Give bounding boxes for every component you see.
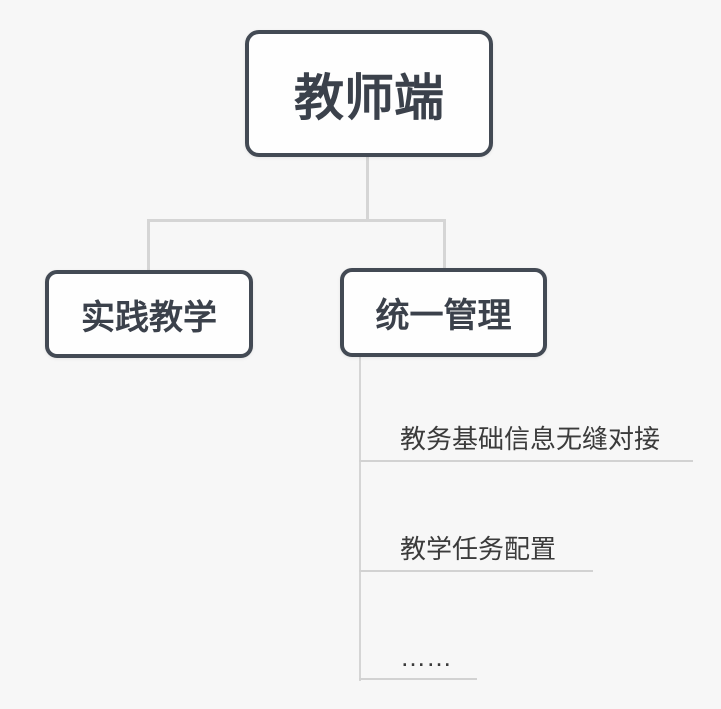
leaf-item-basic-info-integration[interactable]: 教务基础信息无缝对接: [359, 418, 693, 462]
connector-left-drop: [147, 219, 150, 272]
connector-root-vertical: [366, 157, 369, 222]
leaf-item-ellipsis[interactable]: ……: [359, 636, 477, 680]
node-unified-management-label: 统一管理: [375, 297, 512, 335]
node-unified-management[interactable]: 统一管理: [340, 268, 547, 357]
leaf-item-teaching-task-config[interactable]: 教学任务配置: [359, 528, 593, 572]
connector-right-drop: [443, 219, 446, 270]
connector-horizontal: [147, 219, 446, 222]
node-root-teacher[interactable]: 教师端: [245, 30, 493, 157]
leaf-item-label: 教学任务配置: [400, 534, 557, 564]
leaf-item-label: ……: [400, 642, 452, 672]
connector-branch-vertical: [359, 357, 361, 681]
node-practical-teaching-label: 实践教学: [81, 298, 217, 337]
leaf-item-label: 教务基础信息无缝对接: [400, 424, 661, 454]
node-root-label: 教师端: [294, 69, 444, 126]
node-practical-teaching[interactable]: 实践教学: [45, 270, 253, 358]
